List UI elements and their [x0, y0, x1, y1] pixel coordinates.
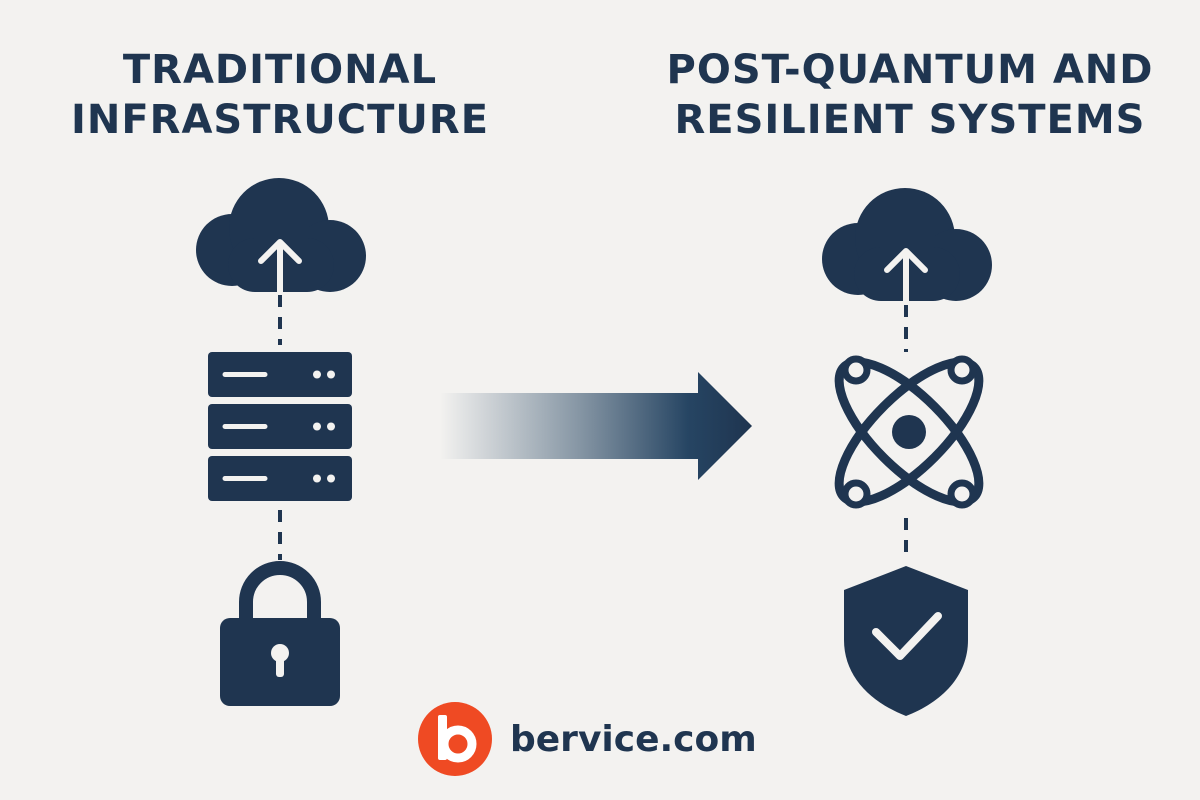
- atom-icon: [834, 355, 984, 509]
- server-rack-icon: [208, 352, 352, 501]
- right-cloud-upload-icon: [822, 188, 992, 304]
- padlock-icon: [220, 561, 340, 706]
- title-line: POST-QUANTUM AND: [666, 47, 1154, 93]
- brand-name[interactable]: bervice.com: [510, 719, 757, 760]
- shield-check-icon: [844, 566, 968, 716]
- title-line: INFRASTRUCTURE: [70, 97, 490, 143]
- title-line: RESILIENT SYSTEMS: [674, 97, 1146, 143]
- left-cloud-upload-icon: [196, 178, 366, 295]
- traditional-infrastructure-title: TRADITIONAL INFRASTRUCTURE: [70, 45, 490, 145]
- bervice-logo-icon: [418, 702, 492, 776]
- title-line: TRADITIONAL: [122, 47, 438, 93]
- post-quantum-title: POST-QUANTUM AND RESILIENT SYSTEMS: [660, 45, 1160, 145]
- arrow-right-icon: [440, 372, 752, 480]
